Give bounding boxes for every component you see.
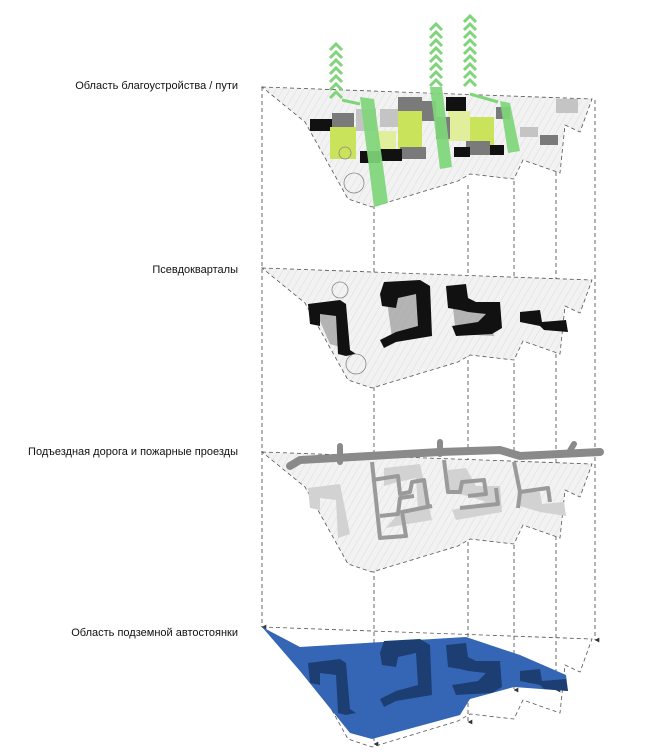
fire-lanes — [370, 459, 552, 540]
layer-parking — [260, 626, 593, 748]
tree-circles — [331, 281, 367, 375]
arrow-up-icon — [428, 21, 444, 88]
arrow-up-icon — [328, 41, 361, 106]
green-paths — [360, 87, 520, 207]
layer-label-blocks: Псевдокварталы — [152, 264, 238, 276]
parking-dark-footprints — [308, 639, 568, 715]
layer-label-roads: Подъездная дорога и пожарные проезды — [28, 446, 238, 458]
tree-circles — [338, 146, 365, 194]
layer-label-landscape: Область благоустройства / пути — [75, 80, 238, 92]
layer-label-parking: Область подземной автостоянки — [71, 627, 238, 639]
block-buildings — [308, 280, 568, 356]
layer-blocks — [261, 267, 593, 389]
layer-landscape — [261, 86, 593, 208]
layer-roads — [261, 439, 604, 573]
landscape-tiles — [310, 97, 578, 163]
main-access-road — [286, 445, 604, 470]
arrow-up-icon — [462, 13, 499, 104]
